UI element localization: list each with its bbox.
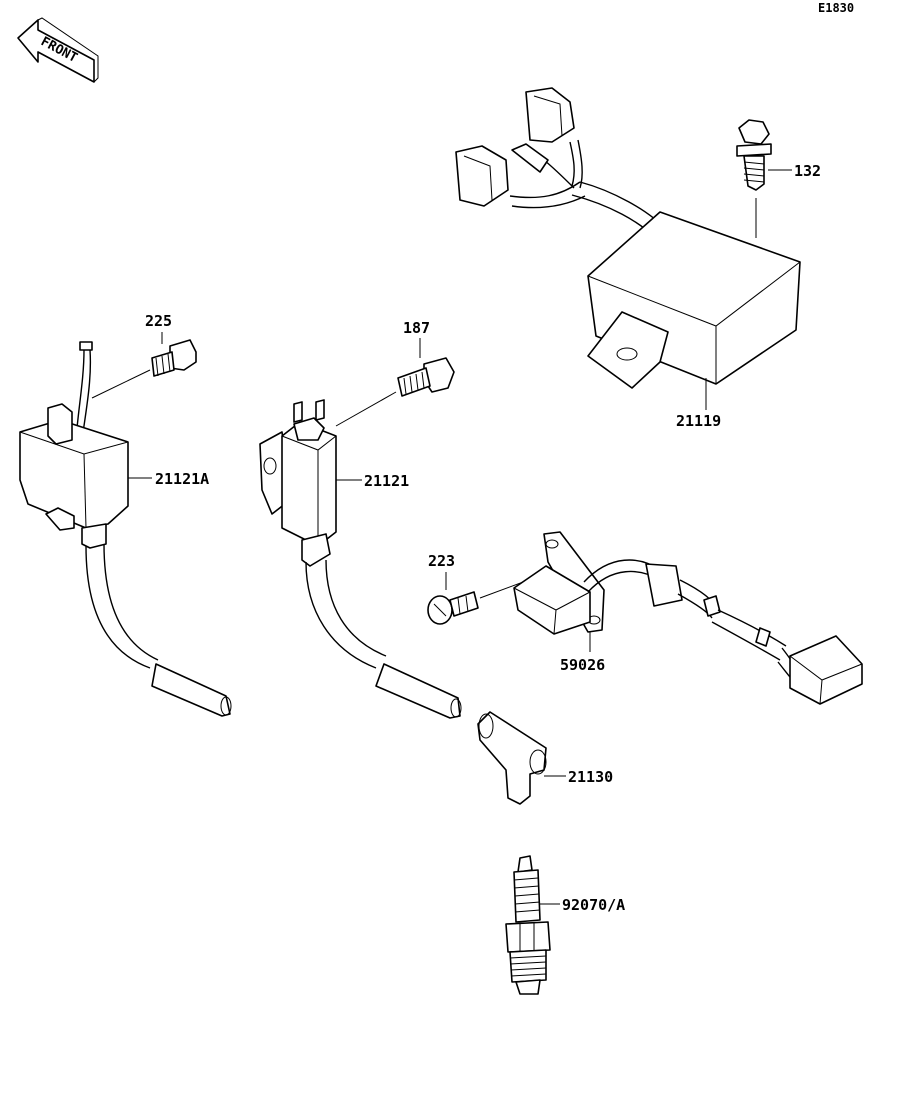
pickup-coil-icon <box>513 531 863 705</box>
screw-223-label: 223 <box>428 552 455 570</box>
cdi-unit-label: 21119 <box>676 412 721 430</box>
spark-plug-label: 92070/A <box>562 896 625 914</box>
screw-icon <box>335 338 455 427</box>
diagram-code: E1830 <box>818 1 854 15</box>
coil-21121A-label: 21121A <box>155 470 209 488</box>
spark-plug-cap-icon <box>477 711 566 805</box>
connector-cap-icon <box>91 332 197 399</box>
screw-187-label: 187 <box>403 319 430 337</box>
cdi-unit-icon <box>455 87 801 410</box>
ignition-coil-icon <box>19 341 232 717</box>
cap-225-label: 225 <box>145 312 172 330</box>
plug-cap-21130-label: 21130 <box>568 768 613 786</box>
bolt-icon <box>736 119 792 238</box>
pickup-59026-label: 59026 <box>560 656 605 674</box>
spark-plug-icon <box>505 855 560 995</box>
bolt-132-label: 132 <box>794 162 821 180</box>
ignition-coil-icon <box>259 399 462 719</box>
front-arrow-icon: FRONT <box>17 17 99 83</box>
coil-21121-label: 21121 <box>364 472 409 490</box>
screw-icon <box>427 571 551 625</box>
